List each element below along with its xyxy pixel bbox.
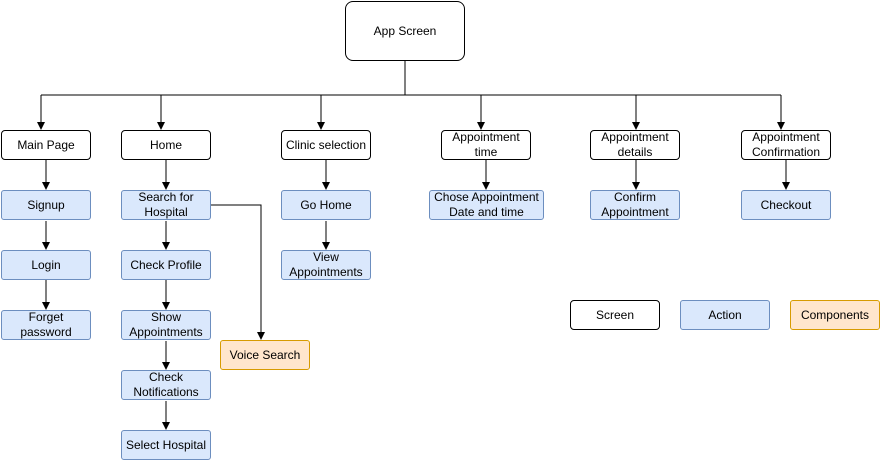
legend-screen: Screen: [570, 300, 660, 330]
legend-action: Action: [680, 300, 770, 330]
search-hospital-node: Search for Hospital: [121, 190, 211, 220]
voice-search-node: Voice Search: [220, 340, 310, 370]
edge-search-voice: [211, 204, 265, 340]
check-profile-node: Check Profile: [121, 250, 211, 280]
checkout-node: Checkout: [741, 190, 831, 220]
show-appointments-node: Show Appointments: [121, 310, 211, 340]
confirm-appointment-node: Confirm Appointment: [590, 190, 680, 220]
check-notifications-node: Check Notifications: [121, 370, 211, 400]
view-appointments-node: View Appointments: [281, 250, 371, 280]
legend-components: Components: [790, 300, 880, 330]
app-screen-node: App Screen: [345, 1, 465, 61]
select-hospital-node: Select Hospital: [121, 430, 211, 460]
go-home-node: Go Home: [281, 190, 371, 220]
signup-node: Signup: [1, 190, 91, 220]
clinic-selection-node: Clinic selection: [281, 130, 371, 160]
appointment-details-node: Appointment details: [590, 130, 680, 160]
home-node: Home: [121, 130, 211, 160]
appointment-time-node: Appointment time: [441, 130, 531, 160]
appointment-confirmation-node: Appointment Confirmation: [741, 130, 831, 160]
login-node: Login: [1, 250, 91, 280]
forget-password-node: Forget password: [1, 310, 91, 340]
chose-date-time-node: Chose Appointment Date and time: [429, 190, 544, 220]
main-page-node: Main Page: [1, 130, 91, 160]
